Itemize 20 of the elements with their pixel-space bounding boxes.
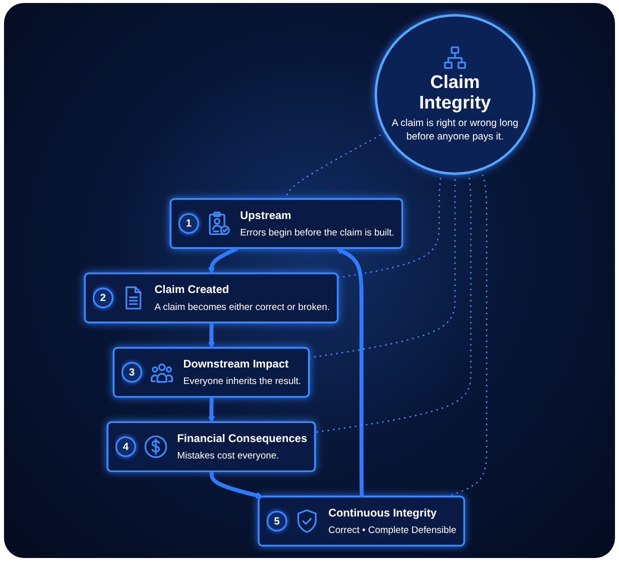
step-title: Upstream bbox=[240, 208, 292, 222]
step-description: Correct • Complete Defensible bbox=[328, 524, 456, 537]
flow-arrow bbox=[208, 322, 215, 348]
dotted-connector bbox=[444, 169, 488, 498]
step-title: Continuous Integrity bbox=[328, 506, 437, 520]
flow-arrow bbox=[208, 397, 215, 423]
step-title: Downstream Impact bbox=[183, 357, 289, 372]
center-description: A claim is right or wrong long before anyone pays it. bbox=[390, 116, 520, 144]
flow-arrow bbox=[336, 248, 364, 498]
dotted-connector bbox=[338, 172, 442, 278]
step-title: Claim Created bbox=[154, 282, 230, 297]
step-description: Everyone inherits the result. bbox=[183, 375, 302, 388]
step-description: Mistakes cost everyone. bbox=[177, 450, 280, 462]
dotted-connector bbox=[315, 172, 472, 433]
step-description: A claim becomes either correct or broken. bbox=[154, 301, 330, 314]
center-title: Claim Integrity bbox=[418, 71, 492, 114]
step-description: Errors begin before the claim is built. bbox=[240, 226, 394, 240]
dotted-connector bbox=[309, 174, 456, 358]
flow-arrow bbox=[208, 246, 238, 274]
step-title: Financial Consequences bbox=[177, 432, 308, 446]
